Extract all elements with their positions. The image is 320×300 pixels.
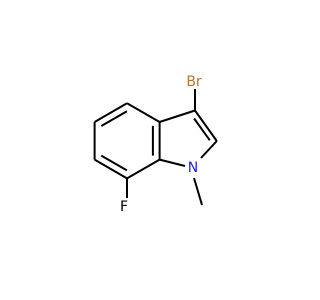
atom-label-fluorine: F [120,199,128,215]
atom-label-bromine: Br [186,74,202,90]
molecule-drawing: Br N F [93,74,218,215]
bond-c7-c7a [126,158,161,180]
bond-c3-c2 [194,109,218,142]
bond-c6-c7-inner [100,154,128,172]
bond-c3a-c4 [126,102,161,123]
bond-c4-c5-inner [100,110,128,127]
bond-c2-n1 [200,140,218,159]
bond-c3-c2-inner [193,117,211,141]
bond-c6-c7 [94,158,128,180]
atom-label-nitrogen: N [188,160,198,176]
bond-n1-methyl [193,177,203,206]
bond-n1-c7a [159,158,186,167]
bond-c4-c5 [94,102,128,123]
bond-c3a-c3 [159,109,196,123]
